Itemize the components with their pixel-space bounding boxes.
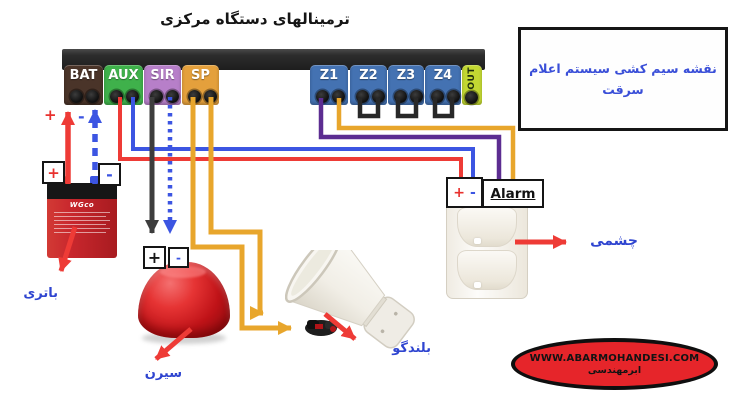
pir-lens-lower [457, 250, 517, 290]
battery-spec-text [54, 212, 110, 233]
terminal-aux: AUX [104, 65, 143, 105]
wire-z1-purple [318, 98, 502, 183]
terminal-bat: BAT [64, 65, 103, 105]
page-title: ترمینالهای دستگاه مرکزی [160, 10, 350, 28]
siren-minus-box: - [168, 247, 189, 268]
siren-plus-box: + [143, 246, 166, 269]
speaker-label: بلندگو [392, 341, 431, 356]
screw [394, 90, 407, 103]
pir-lens-upper [457, 207, 517, 247]
terminal-strip [62, 49, 485, 70]
screw [316, 90, 329, 103]
watermark-url: WWW.ABARMOHANDESI.COM [529, 352, 700, 364]
battery-plus-box: + [42, 161, 65, 184]
screw [356, 90, 369, 103]
battery-brand: WGco [69, 201, 95, 209]
terminal-z4: Z4 [425, 65, 461, 105]
screw [372, 90, 385, 103]
battery-label: باتری [23, 286, 58, 301]
terminal-z3: Z3 [388, 65, 424, 105]
screw [86, 90, 99, 103]
battery-minus-box: - [98, 163, 121, 186]
speaker [285, 250, 415, 349]
battery-body: WGco [47, 199, 117, 258]
terminal-sp-label: SP [191, 68, 210, 83]
screw [70, 90, 83, 103]
terminal-sp: SP [182, 65, 219, 105]
screw [465, 91, 478, 104]
screw [332, 90, 345, 103]
watermark-oval: WWW.ABARMOHANDESI.COM ابرمهندسی [511, 338, 718, 390]
terminal-out-label: OUT [467, 67, 477, 90]
terminal-aux-label: AUX [108, 68, 139, 83]
screw [126, 90, 139, 103]
terminal-z3-label: Z3 [396, 68, 416, 83]
terminal-z2-label: Z2 [359, 68, 378, 83]
screw [204, 90, 217, 103]
info-box: نقشه سیم کشی سیستم اعلام سرقت [518, 27, 728, 131]
pir-lens-dot [474, 238, 481, 244]
terminal-z4-label: Z4 [433, 68, 453, 83]
screw [431, 90, 444, 103]
terminal-z1: Z1 [310, 65, 348, 105]
screw [166, 90, 179, 103]
terminal-z2: Z2 [350, 65, 387, 105]
pir-sensor [446, 193, 528, 299]
battery: WGco [47, 176, 117, 258]
pir-lens-dot [474, 282, 481, 288]
wire-aux-plus-red [118, 97, 463, 181]
watermark-name: ابرمهندسی [587, 364, 642, 376]
info-box-line1: نقشه سیم کشی سیستم اعلام [529, 60, 717, 76]
bat-minus-sign: - [78, 107, 85, 126]
info-box-text: نقشه سیم کشی سیستم اعلام سرقت [523, 58, 723, 101]
pir-plus: + [453, 184, 465, 201]
wire-z1-orange [336, 98, 516, 183]
wire-aux-minus-blue [131, 97, 475, 181]
screw [150, 90, 163, 103]
terminal-sir: SIR [144, 65, 181, 105]
terminal-sir-label: SIR [150, 68, 175, 83]
battery-top [47, 183, 117, 199]
terminal-out: OUT [462, 65, 482, 105]
screw [447, 90, 460, 103]
bat-plus-sign: + [44, 106, 57, 124]
pir-minus: - [469, 184, 476, 201]
siren-label: سیرن [144, 366, 182, 381]
speaker-bracket [305, 320, 338, 336]
info-box-line2: سرقت [602, 82, 644, 97]
pir-label: چشمی [590, 233, 638, 249]
terminal-bat-label: BAT [69, 68, 98, 83]
pir-power-terminal-box: + - [446, 177, 483, 208]
screw [110, 90, 123, 103]
screw [410, 90, 423, 103]
pir-alarm-terminal-box: Alarm [482, 179, 544, 208]
screw [188, 90, 201, 103]
terminal-z1-label: Z1 [319, 68, 339, 83]
